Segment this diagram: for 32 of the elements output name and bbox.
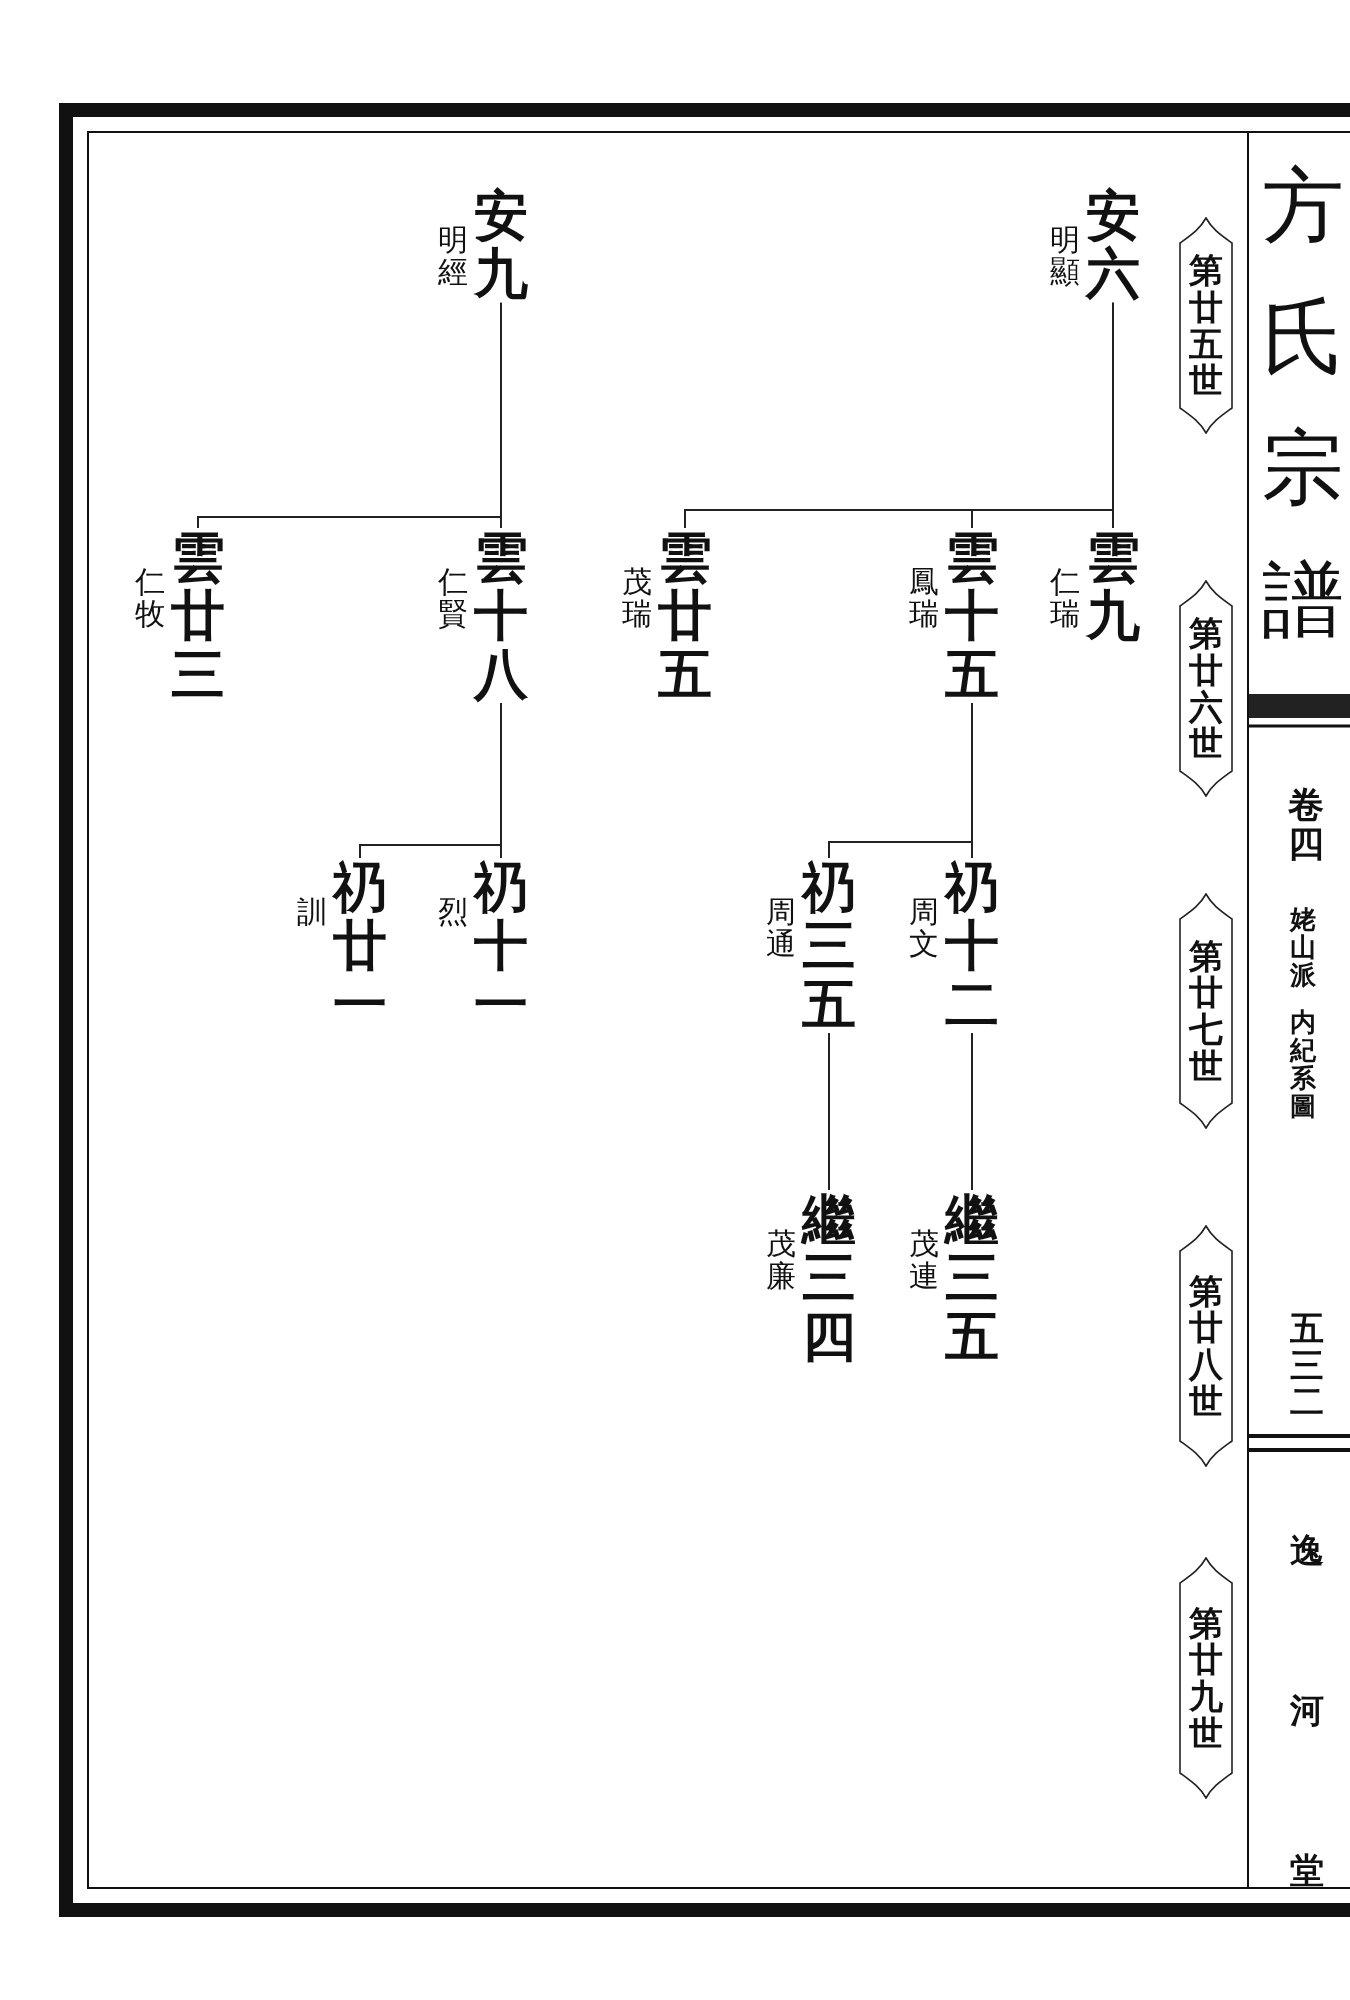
courtesy-name: 茂廉 [766,1228,796,1293]
courtesy-name: 仁賢 [438,566,468,631]
courtesy-name: 仁牧 [135,566,165,631]
person-name: 礽十一 [474,858,528,1033]
person-name: 礽三五 [802,858,856,1033]
courtesy-name: 訓 [297,896,327,929]
person-name: 雲十八 [474,528,528,703]
title: 方氏宗譜 [1262,157,1344,649]
courtesy-name: 茂瑞 [622,566,652,631]
person-name: 繼三五 [945,1190,999,1365]
hall-name: 逸河堂 [1290,1529,1324,1892]
person-name: 礽十二 [945,858,999,1033]
person-name: 雲廿三 [171,528,225,703]
branch-name: 姥山派 [1290,905,1316,990]
volume-number: 卷四 [1288,785,1324,863]
courtesy-name: 明經 [438,224,468,289]
page-number: 五三二 [1290,1310,1324,1421]
person-name: 雲廿五 [658,528,712,703]
section-name: 内紀系圖 [1290,1008,1316,1121]
person-name: 安九 [474,186,528,303]
person-name: 繼三四 [802,1190,856,1365]
courtesy-name: 周文 [909,896,939,961]
courtesy-name: 仁瑞 [1050,566,1080,631]
courtesy-name: 烈 [438,896,468,929]
person-name: 安六 [1086,186,1140,303]
courtesy-name: 周通 [766,896,796,961]
courtesy-name: 明顯 [1050,224,1080,289]
person-name: 雲十五 [945,528,999,703]
courtesy-name: 鳳瑞 [909,566,939,631]
courtesy-name: 茂連 [909,1228,939,1293]
person-name: 礽廿一 [333,858,387,1033]
person-name: 雲九 [1086,528,1140,645]
